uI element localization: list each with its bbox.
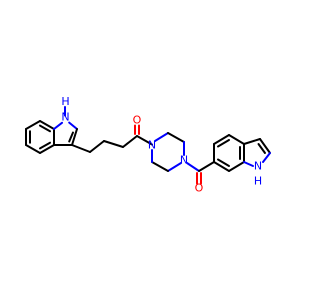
bond [217,139,230,148]
bond [154,132,169,142]
atom-n-piperazine-1: N [148,139,156,152]
bond [167,162,182,172]
bond [262,152,271,163]
atom-n-indole-b: N [254,160,262,173]
atom-n-indole-a: N [61,111,69,124]
piperazine-ring [151,132,185,172]
bond [68,131,74,143]
atom-o-carbonyl-2: O [195,182,204,195]
bond [71,144,91,153]
bond [228,134,245,145]
indole-a [25,106,78,154]
bond [198,161,215,172]
bond [151,161,169,172]
bond [53,121,63,130]
molecule-structure: H N O N N O N H [25,95,271,195]
bond [257,143,266,154]
bond [122,135,138,148]
bond [186,162,200,172]
amide-link [186,161,215,185]
atom-o-carbonyl-1: O [133,114,142,127]
atom-h-indole-a: H [61,95,69,108]
bond [39,144,55,154]
bond [39,120,55,130]
bond [213,161,230,172]
atom-labels: H N O N N O N H [61,95,262,195]
bond [243,161,254,167]
bond [89,140,105,153]
bond [167,132,185,143]
bond [243,138,261,145]
bond [136,135,153,146]
bond [39,124,51,133]
bond [259,138,271,154]
indole-b [213,134,271,172]
atom-h-indole-b: H [254,175,262,188]
atom-n-piperazine-2: N [180,154,188,167]
bond [217,158,230,167]
bond [71,128,78,146]
butanoyl-chain [71,124,153,153]
bond [68,121,78,130]
bond [213,134,230,145]
bond [25,144,41,154]
bond [228,161,245,172]
bond [25,120,41,130]
bond [103,140,124,148]
bond [39,141,51,150]
